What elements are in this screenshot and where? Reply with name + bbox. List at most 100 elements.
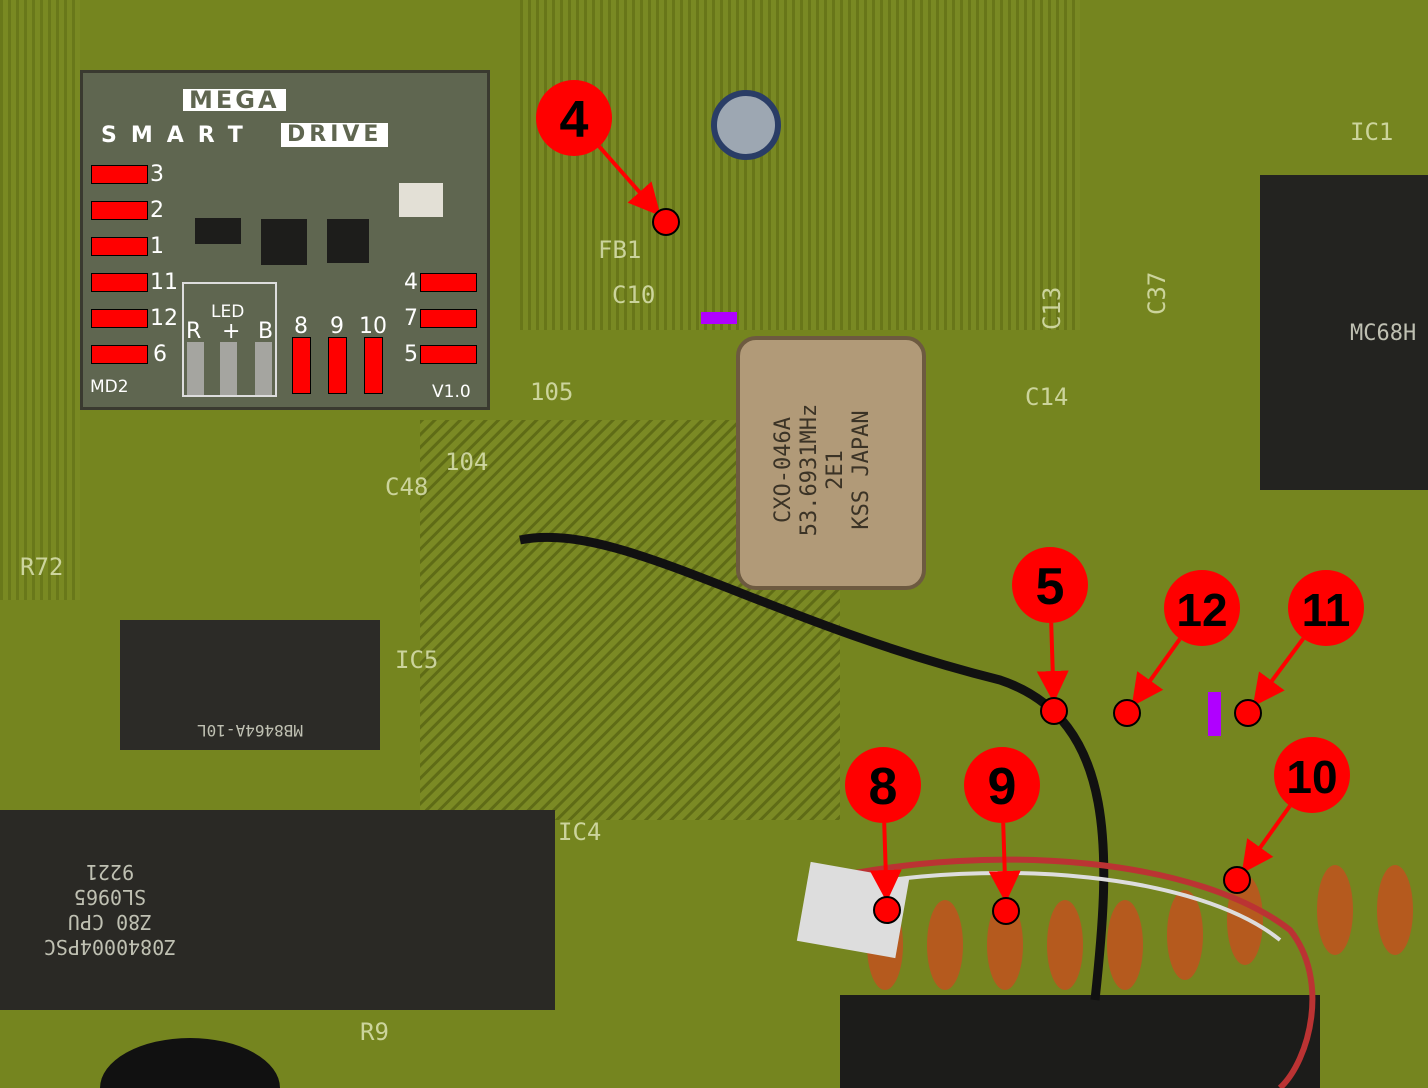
svg-text:C14: C14 <box>1025 383 1068 411</box>
callout-12: 12 <box>1113 570 1240 727</box>
pad-2 <box>91 201 148 220</box>
silkscreen-labels: C10 FB1 C14 C13 C37 C48 R72 IC5 IC4 IC1 … <box>20 118 1393 1046</box>
board-version: V1.0 <box>432 382 471 402</box>
callout-badge <box>1164 570 1240 646</box>
callout-label: 10 <box>1286 751 1337 803</box>
pad-8 <box>292 337 311 394</box>
pad-label: 10 <box>359 314 387 339</box>
pad-label: 4 <box>404 270 418 295</box>
capacitor <box>711 90 781 160</box>
mc68-chip <box>1260 175 1428 490</box>
led-pin-label: + <box>222 319 241 344</box>
pad-9 <box>328 337 347 394</box>
pad-label: 12 <box>150 306 178 331</box>
board-title-smart: SMART <box>101 123 257 148</box>
board-title-drive: DRIVE <box>281 123 389 147</box>
svg-text:CXO-046A: CXO-046A <box>771 417 796 523</box>
callout-label: 11 <box>1302 584 1351 636</box>
callout-badge <box>536 80 612 156</box>
svg-text:C13: C13 <box>1038 287 1066 330</box>
pad-1 <box>91 237 148 256</box>
callout-8: 8 <box>845 747 921 924</box>
solder-point-dot <box>652 208 680 236</box>
svg-text:Z0840004PSC: Z0840004PSC <box>44 935 176 959</box>
svg-text:FB1: FB1 <box>598 236 641 264</box>
svg-text:Z80 CPU: Z80 CPU <box>68 910 152 934</box>
callout-badge <box>964 747 1040 823</box>
z80-cpu-chip <box>0 810 555 1010</box>
callout-arrow <box>1036 622 1069 704</box>
pad-label: 9 <box>330 314 344 339</box>
callout-badge <box>1012 547 1088 623</box>
svg-text:C10: C10 <box>612 281 655 309</box>
pad-label: 6 <box>153 342 167 367</box>
callout-label: 4 <box>560 91 589 149</box>
svg-text:C48: C48 <box>385 473 428 501</box>
crystal-oscillator <box>736 336 926 590</box>
ram-chip <box>120 620 380 750</box>
callout-label: 8 <box>869 758 898 816</box>
svg-text:53.6931MHz: 53.6931MHz <box>797 404 822 536</box>
ic-chip <box>261 219 307 265</box>
pad-label: 2 <box>150 198 164 223</box>
crystal-component <box>399 183 443 217</box>
led-label: LED <box>211 302 245 322</box>
callout-arrow <box>1252 637 1305 707</box>
pad-3 <box>91 165 148 184</box>
callout-arrow <box>988 822 1021 904</box>
crystal-label: CXO-046A 53.6931MHz 2E1 KSS JAPAN <box>771 404 874 536</box>
svg-text:105: 105 <box>530 378 573 406</box>
solder-point-dot <box>1234 699 1262 727</box>
callout-arrow <box>869 822 902 903</box>
led-pin-label: R <box>186 319 202 344</box>
led-connector: LED R + B <box>182 282 277 397</box>
pad-4 <box>420 273 477 292</box>
callout-5: 5 <box>1012 547 1088 725</box>
pad-12 <box>91 309 148 328</box>
callout-10: 10 <box>1223 737 1350 894</box>
svg-text:IC4: IC4 <box>558 818 601 846</box>
cut-marker <box>1208 692 1221 736</box>
board-title-mega: MEGA <box>183 88 286 112</box>
led-pin-label: B <box>258 319 274 344</box>
solder-point-dot <box>1223 866 1251 894</box>
callout-4: 4 <box>536 80 680 236</box>
callout-label: 5 <box>1036 558 1065 616</box>
solder-point-dot <box>1040 697 1068 725</box>
svg-text:9221: 9221 <box>86 860 134 884</box>
solder-point-dot <box>992 897 1020 925</box>
callout-badge <box>1288 570 1364 646</box>
callout-label: 9 <box>988 758 1017 816</box>
pad-label: 3 <box>150 162 164 187</box>
ic-chip <box>327 219 369 263</box>
red-wire <box>819 856 1316 1088</box>
mounting-hole <box>100 1038 280 1088</box>
pad-label: 5 <box>404 342 418 367</box>
pad-7 <box>420 309 477 328</box>
mega-smart-drive-board-inset: MEGA SMART DRIVE 3 2 1 11 12 6 4 7 5 8 9… <box>80 70 490 410</box>
trace-area <box>520 0 1080 330</box>
callout-badge <box>845 747 921 823</box>
pad-6 <box>91 345 148 364</box>
solder-point-dot <box>1113 699 1141 727</box>
svg-text:R72: R72 <box>20 553 63 581</box>
pad-label: 7 <box>404 306 418 331</box>
callout-9: 9 <box>964 747 1040 925</box>
svg-text:2E1: 2E1 <box>823 450 848 490</box>
callout-arrow <box>1131 637 1182 707</box>
pad-11 <box>91 273 148 292</box>
pad-label: 11 <box>150 270 178 295</box>
svg-text:104: 104 <box>445 448 488 476</box>
ram-chip-label: MB8464A-10L <box>197 721 303 740</box>
svg-text:R9: R9 <box>360 1018 389 1046</box>
svg-text:IC5: IC5 <box>395 646 438 674</box>
pad-5 <box>420 345 477 364</box>
callout-badge <box>1274 737 1350 813</box>
callout-label: 12 <box>1176 584 1227 636</box>
svg-text:IC1: IC1 <box>1350 118 1393 146</box>
svg-text:C37: C37 <box>1143 272 1171 315</box>
pad-label: 1 <box>150 234 164 259</box>
cpu-label: Z0840004PSC Z80 CPU SL0965 9221 <box>44 860 176 959</box>
